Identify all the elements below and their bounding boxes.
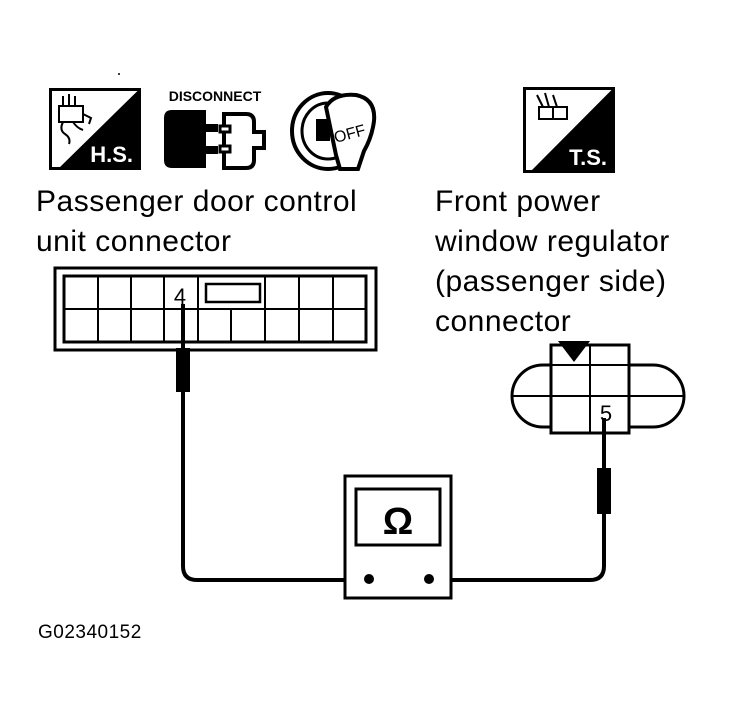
ohmmeter	[343, 474, 453, 600]
harness-side-icon: H.S.	[49, 88, 141, 170]
right-connector	[486, 341, 692, 435]
left-test-probe	[176, 304, 368, 582]
right-test-probe	[430, 418, 611, 582]
terminal-side-icon: T.S.	[523, 87, 615, 173]
ts-label: T.S.	[569, 145, 607, 170]
left-connector-label: Passenger door control unit connector	[36, 182, 357, 262]
ignition-off-icon: OFF	[290, 91, 377, 171]
right-connector-label-line4: connector	[435, 305, 572, 338]
figure-id: G02340152	[38, 622, 142, 643]
right-connector-label-line3: (passenger side)	[435, 265, 667, 298]
left-connector	[53, 266, 378, 352]
disconnect-label: DISCONNECT	[169, 88, 262, 104]
ohm-symbol: Ω	[383, 501, 413, 543]
left-connector-pin-number: 4	[174, 284, 186, 309]
right-connector-label-line2: window regulator	[435, 225, 670, 258]
right-connector-label: Front power window regulator (passenger …	[435, 182, 670, 342]
disconnect-icon: DISCONNECT	[164, 88, 266, 170]
hs-label: H.S.	[90, 142, 133, 167]
left-connector-label-line2: unit connector	[36, 225, 232, 258]
right-connector-label-line1: Front power	[435, 185, 601, 218]
left-connector-label-line1: Passenger door control	[36, 185, 358, 218]
